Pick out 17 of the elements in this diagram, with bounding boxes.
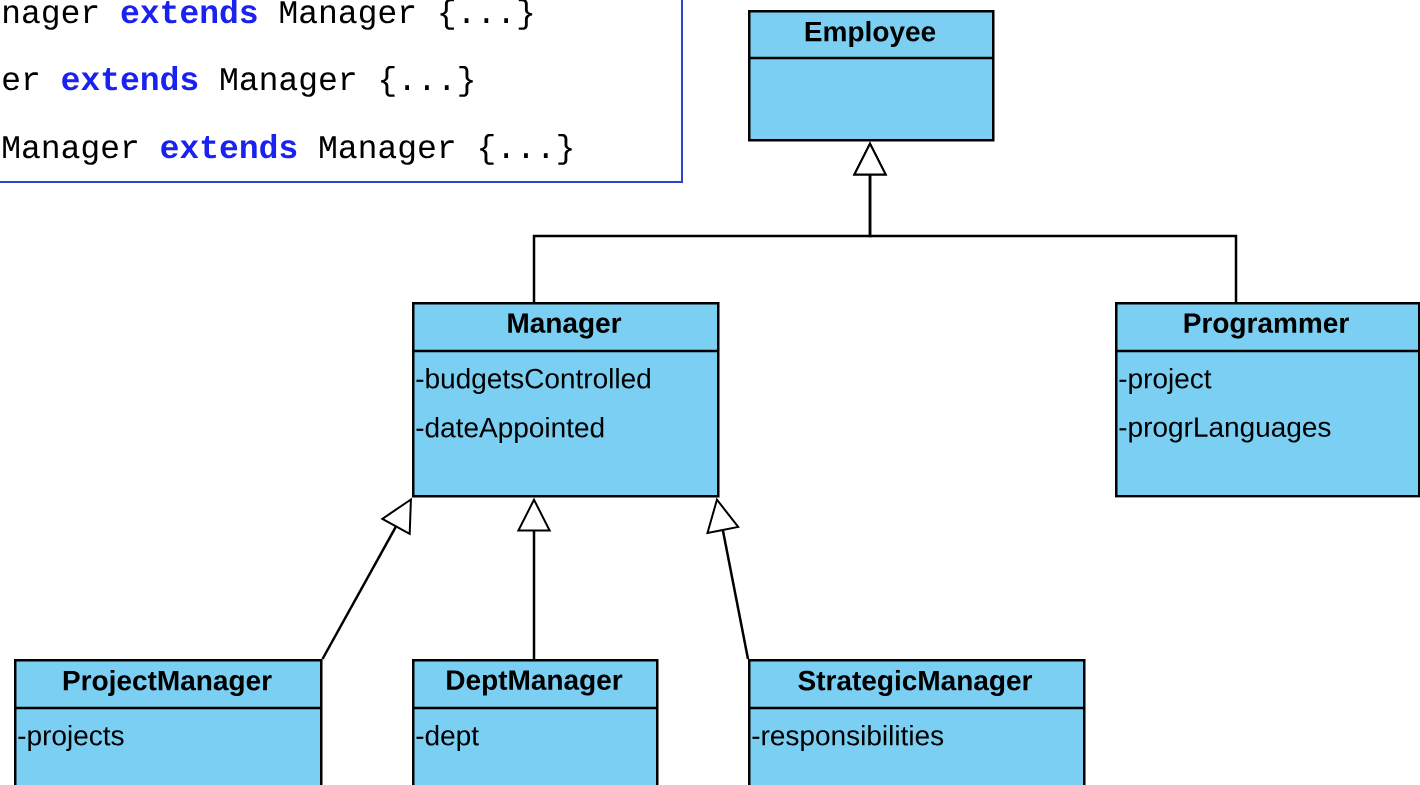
- class-name: StrategicManager: [798, 669, 1033, 697]
- attribute-text: -budgetsControlled: [416, 367, 650, 395]
- class-name: Manager: [508, 313, 622, 339]
- attribute-text: -responsibilities: [752, 724, 944, 752]
- attribute-text: -dept: [416, 724, 479, 752]
- class-name: Programmer: [1184, 313, 1349, 339]
- class-name: ProjectManager: [63, 669, 272, 697]
- attribute-text: -dateAppointed: [416, 416, 604, 444]
- attribute-text: -project: [1119, 367, 1212, 395]
- code-line: nager extends Manager {...}: [4, 0, 533, 30]
- code-line: er extends Manager {...}: [3, 66, 473, 97]
- attribute-text: -projects: [18, 724, 124, 752]
- attribute-text: -progrLanguages: [1119, 417, 1331, 443]
- code-box: [0, 0, 683, 183]
- class-name: Employee: [805, 20, 936, 48]
- code-line: Manager extends Manager {...}: [3, 134, 572, 165]
- class-name: DeptManager: [447, 670, 623, 696]
